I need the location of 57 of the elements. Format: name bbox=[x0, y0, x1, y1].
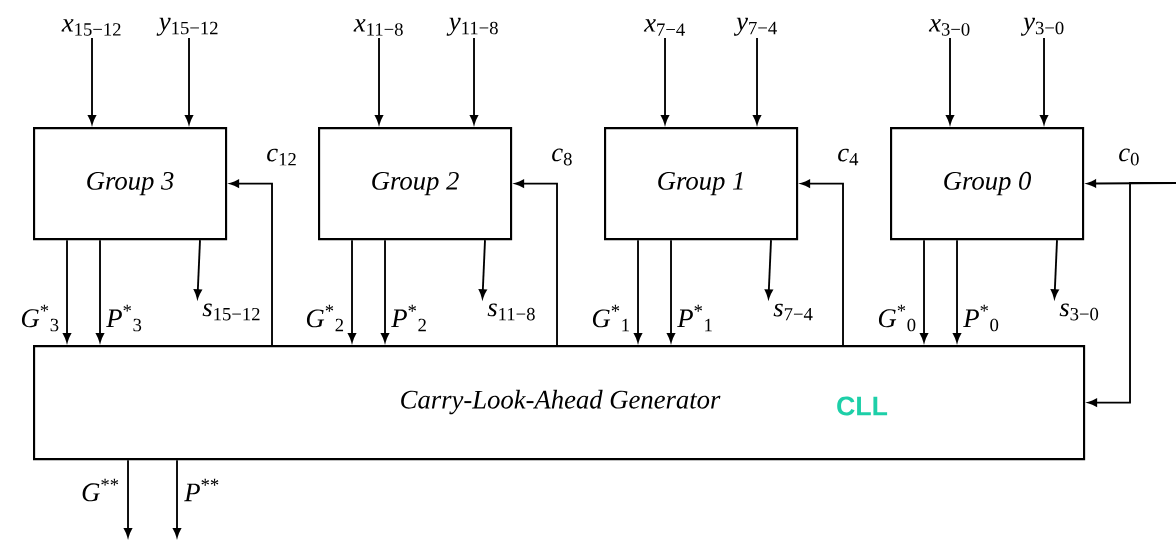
block-label: CLL bbox=[837, 396, 888, 416]
edge-label: P$^{*}$0 bbox=[961, 303, 1001, 333]
group-box: Group 0 bbox=[890, 127, 1085, 241]
arrow bbox=[96, 239, 104, 343]
input-label: y$_{11−8}$ bbox=[446, 17, 498, 36]
input-label: y$_{3−0}$ bbox=[1020, 17, 1064, 36]
arrow bbox=[381, 239, 389, 343]
edge-label: P$^{*}$1 bbox=[675, 303, 715, 333]
arrow bbox=[661, 37, 669, 125]
group-box: Group 2 bbox=[318, 127, 513, 241]
arrow bbox=[478, 239, 487, 299]
arrow bbox=[800, 179, 844, 346]
arrow bbox=[667, 239, 675, 343]
edge-label: G$^{*}$3 bbox=[19, 303, 62, 333]
edge-label: c$_{12}$ bbox=[264, 147, 299, 167]
input-label: x$_{11−8}$ bbox=[353, 19, 403, 36]
arrow bbox=[63, 239, 71, 343]
arrow bbox=[634, 239, 642, 343]
edge-label: P$^{*}$3 bbox=[104, 303, 144, 333]
arrow bbox=[1050, 239, 1059, 299]
arrow bbox=[470, 37, 478, 125]
arrow bbox=[193, 239, 202, 299]
arrow bbox=[1087, 182, 1176, 407]
output-label: s$_{15−12}$ bbox=[202, 303, 260, 321]
input-label: y$_{15−12}$ bbox=[156, 17, 218, 36]
output-label: s$_{11−8}$ bbox=[487, 303, 535, 321]
edge-label: G$^{*}$2 bbox=[304, 303, 347, 333]
edge-label: c$_{0}$ bbox=[1116, 147, 1142, 167]
arrow bbox=[348, 239, 356, 343]
edge-label: G$^{**}$ bbox=[79, 477, 122, 503]
input-label: y$_{7−4}$ bbox=[733, 17, 777, 36]
edge-label: c$_{4}$ bbox=[835, 147, 861, 167]
edge-label: P$^{*}$2 bbox=[389, 303, 429, 333]
arrow bbox=[229, 179, 273, 346]
arrow bbox=[1040, 37, 1048, 125]
arrow bbox=[764, 239, 773, 299]
group-box: Group 3 bbox=[33, 127, 228, 241]
arrow bbox=[185, 37, 193, 125]
output-label: s$_{3−0}$ bbox=[1059, 303, 1099, 321]
arrow bbox=[514, 179, 558, 346]
input-label: x$_{3−0}$ bbox=[928, 19, 970, 36]
edge-label: G$^{*}$0 bbox=[876, 303, 919, 333]
input-label: x$_{15−12}$ bbox=[61, 19, 121, 36]
arrow bbox=[124, 459, 132, 538]
arrow bbox=[88, 37, 96, 125]
edge-label: c$_{8}$ bbox=[549, 147, 575, 167]
output-label: s$_{7−4}$ bbox=[773, 303, 813, 321]
arrow bbox=[920, 239, 928, 343]
arrow bbox=[375, 37, 383, 125]
arrow bbox=[946, 37, 954, 125]
input-label: x$_{7−4}$ bbox=[643, 19, 685, 36]
arrow bbox=[173, 459, 181, 538]
group-box: Group 1 bbox=[604, 127, 799, 241]
arrow bbox=[953, 239, 961, 343]
edge-label: P$^{**}$ bbox=[182, 477, 222, 503]
edge-label: G$^{*}$1 bbox=[590, 303, 633, 333]
arrow bbox=[753, 37, 761, 125]
